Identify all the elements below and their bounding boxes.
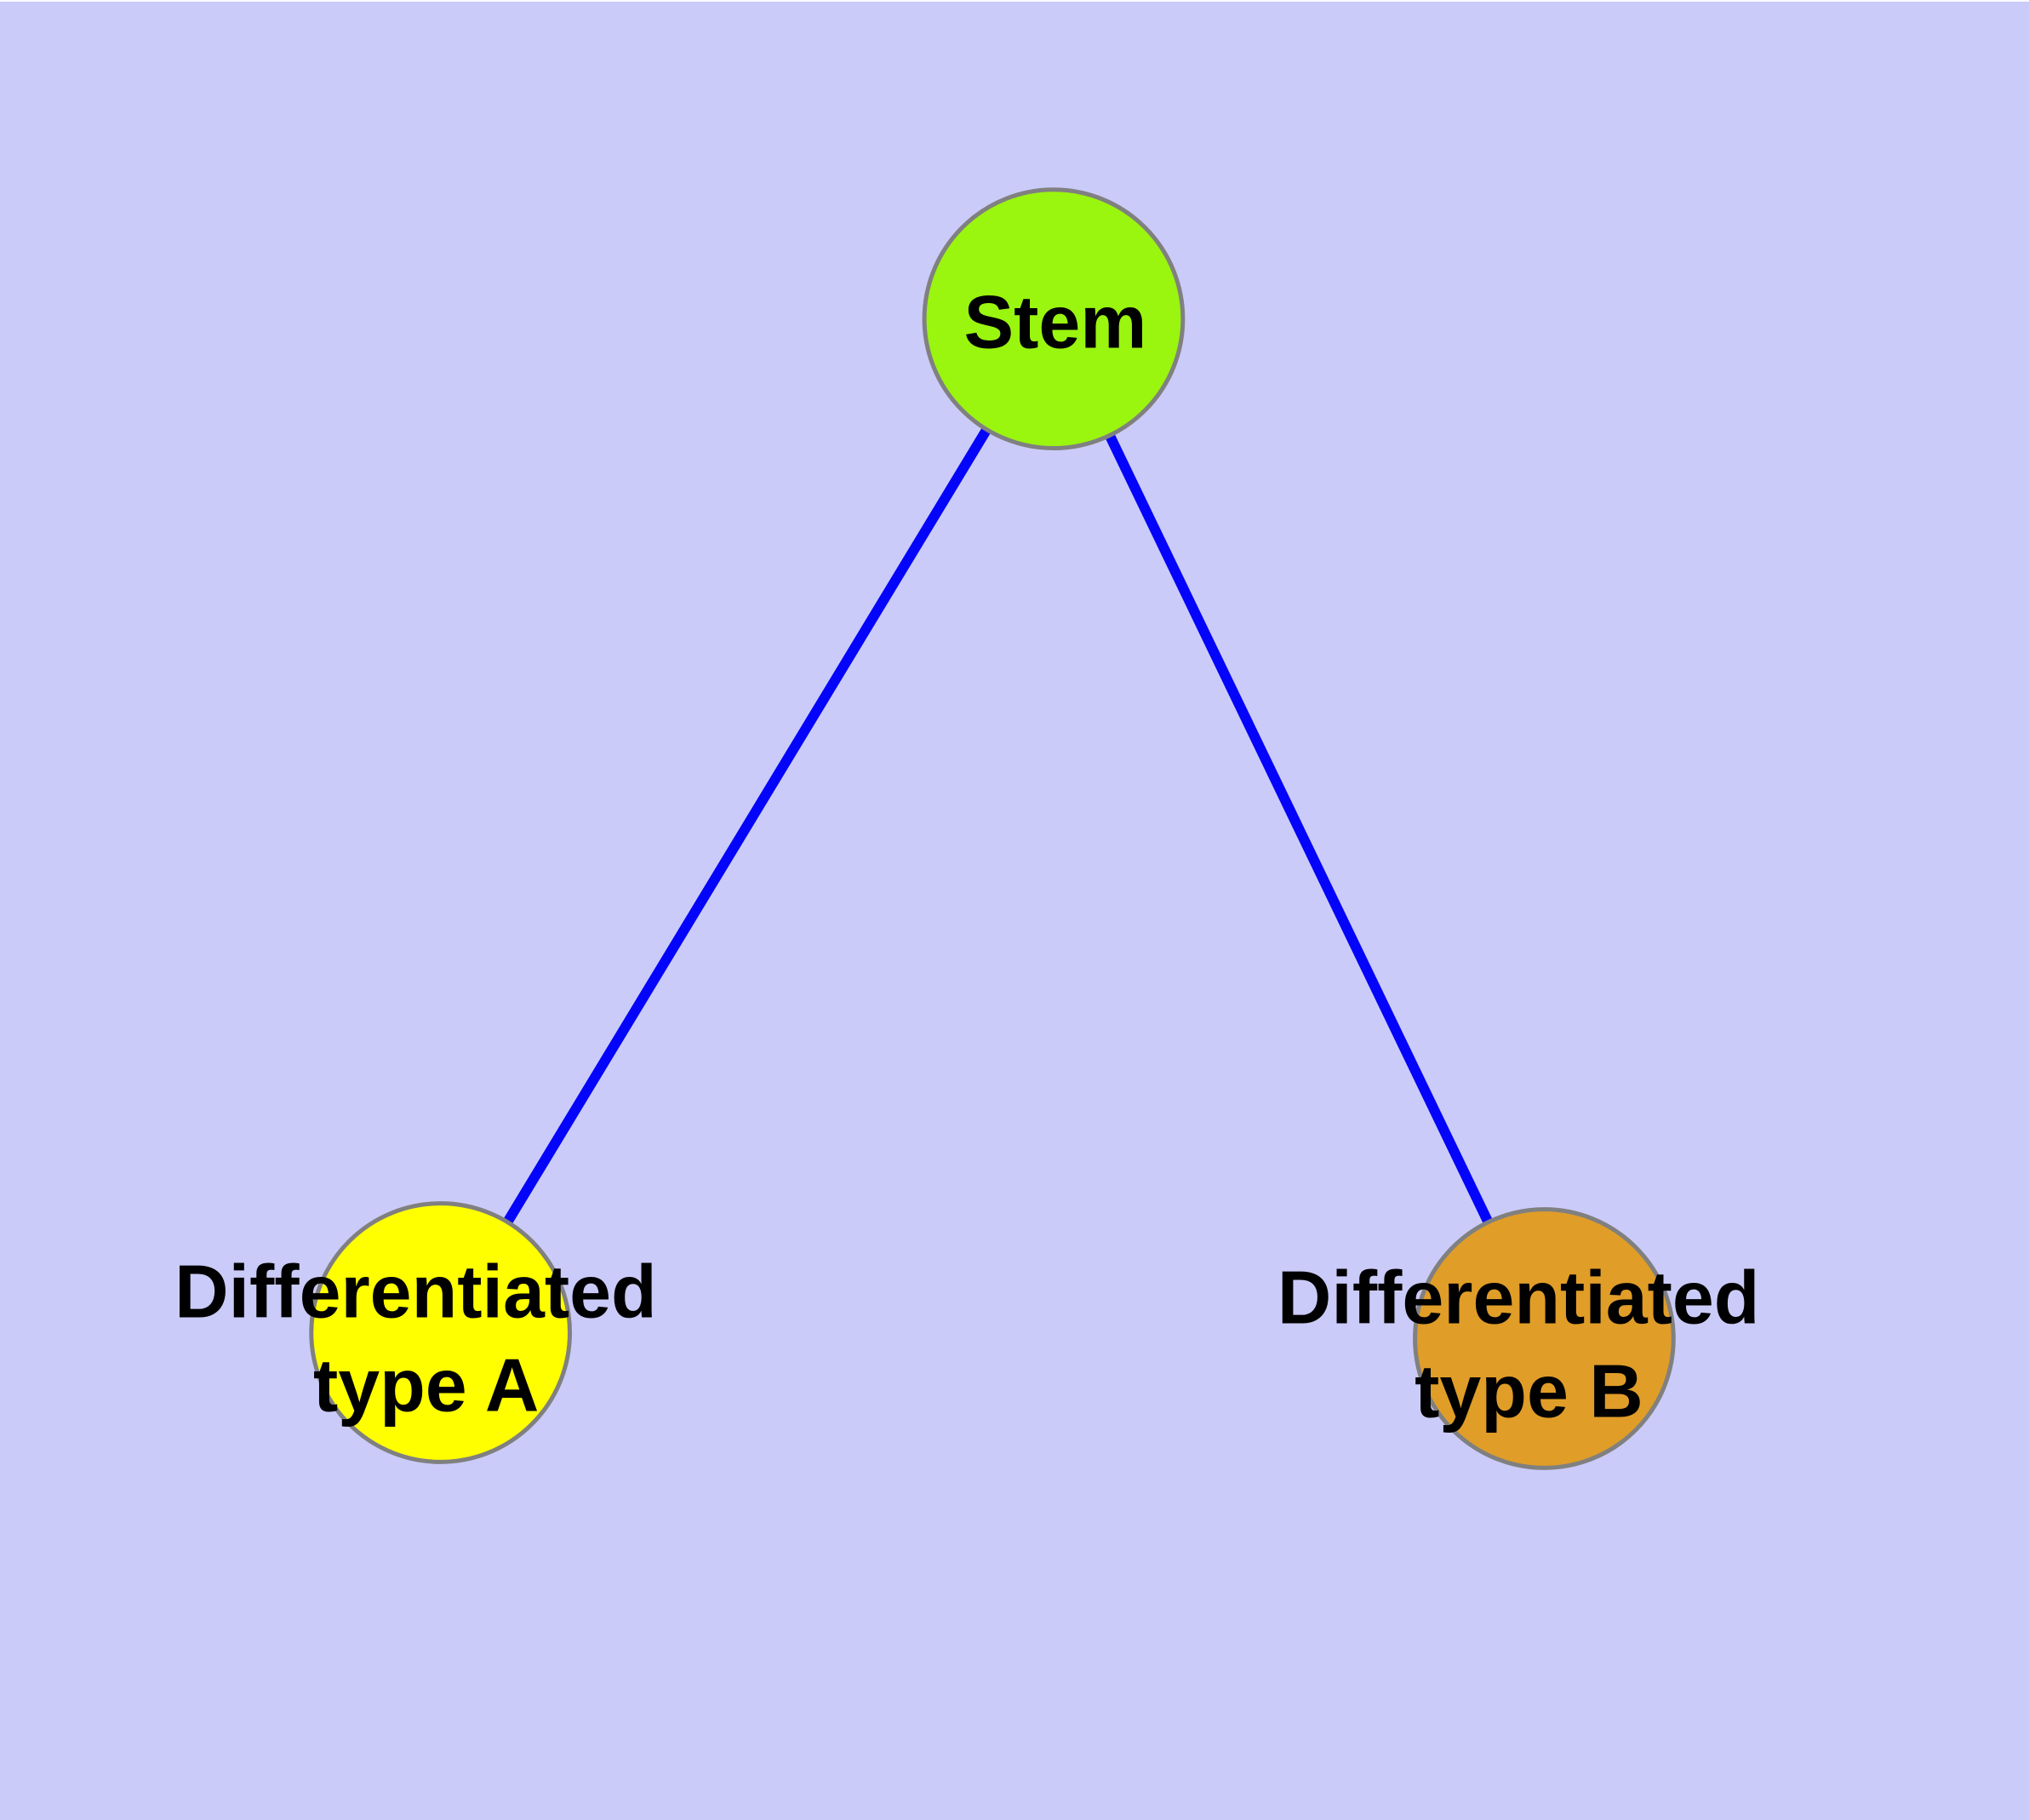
edge-stem-to-differentiated-type-b bbox=[1049, 317, 1549, 1342]
node-stem: Stem bbox=[922, 187, 1186, 451]
node-differentiated-type-b-label-line-1: Differentiated bbox=[1277, 1256, 1760, 1340]
node-differentiated-type-b-circle bbox=[1413, 1207, 1676, 1470]
node-differentiated-type-a: Differentiated type A bbox=[174, 1201, 677, 1464]
node-differentiated-type-a-label-line-2: type A bbox=[313, 1342, 539, 1427]
node-differentiated-type-b: Differentiated type B bbox=[1277, 1207, 1780, 1470]
node-stem-label-line: Stem bbox=[963, 280, 1146, 364]
node-differentiated-type-a-label-line-1: Differentiated bbox=[174, 1250, 657, 1334]
node-differentiated-type-b-label-line-2: type B bbox=[1415, 1348, 1643, 1433]
node-stem-label: Stem bbox=[963, 280, 1146, 364]
node-differentiated-type-a-label: Differentiated type A bbox=[174, 1250, 677, 1428]
node-stem-circle bbox=[922, 187, 1186, 451]
node-differentiated-type-b-label: Differentiated type B bbox=[1277, 1256, 1780, 1434]
edge-stem-to-differentiated-type-a bbox=[436, 316, 1059, 1336]
node-differentiated-type-a-circle bbox=[309, 1201, 572, 1464]
